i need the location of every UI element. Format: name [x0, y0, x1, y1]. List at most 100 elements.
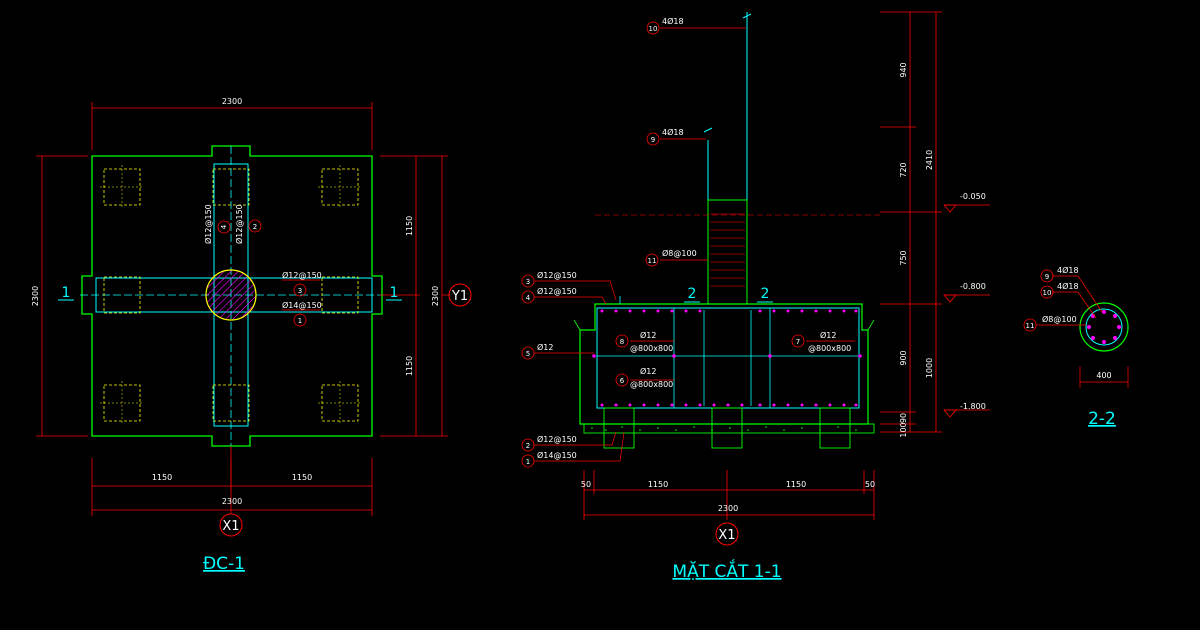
section-dimensions-bottom — [583, 470, 875, 520]
rebar-tag: 9 — [651, 136, 655, 144]
detail-rebar-tag: 11 — [1026, 322, 1035, 330]
detail-rebar-tag: 9 — [1045, 273, 1049, 281]
section-dim-right-total: 1000 — [925, 358, 934, 378]
rebar-sub: @800x800 — [808, 344, 851, 353]
plan-dim-bottom-left: 1150 — [152, 473, 172, 482]
pile-centerlines — [100, 165, 362, 425]
section-dim-bottom: 50 — [865, 480, 875, 489]
level-label: -1.800 — [960, 402, 986, 411]
rebar-tag: 7 — [796, 338, 800, 346]
section-dim-right-total: 2410 — [925, 150, 934, 170]
pile — [321, 276, 359, 314]
rebar-tag: 10 — [649, 25, 658, 33]
rebar-label: Ø12@150 — [537, 434, 577, 444]
section-dim-bottom: 50 — [581, 480, 591, 489]
plan-dim-bottom-right: 1150 — [292, 473, 312, 482]
rebar-label: Ø12 — [537, 342, 553, 352]
detail-rebar-label: Ø8@100 — [1042, 314, 1077, 324]
section-axis-x: X1 — [718, 528, 735, 543]
rebar-label: Ø12 — [820, 330, 836, 340]
detail-title: 2-2 — [1088, 409, 1116, 429]
plan-axis-y: Y1 — [451, 289, 468, 304]
rebar-label: Ø12 — [640, 330, 656, 340]
pile-heads — [603, 407, 851, 449]
column-section — [205, 269, 257, 321]
rebar-tag: 8 — [620, 338, 624, 346]
section-leaders — [534, 27, 855, 462]
plan-title: ĐC-1 — [203, 554, 245, 574]
rebar-sub: @800x800 — [630, 380, 673, 389]
rebar-tag: 4 — [526, 294, 531, 302]
detail-rebar-dots — [1087, 310, 1121, 344]
plan-dim-left: 2300 — [31, 286, 40, 306]
plan-dim-right-bottom: 1150 — [405, 356, 414, 376]
rebar-tag: 1 — [526, 458, 530, 466]
detail-rebar-label: 4Ø18 — [1057, 265, 1079, 275]
axis-bubble-x1 — [715, 522, 739, 546]
axis-bubble-y1 — [448, 283, 472, 307]
rebar-tag: 11 — [648, 257, 657, 265]
level-markers — [943, 204, 990, 418]
detail-rebar-tag: 10 — [1043, 289, 1052, 297]
axis-bubble-x1 — [219, 513, 243, 537]
plan-dim-bottom-total: 2300 — [222, 497, 242, 506]
rebar-dots — [592, 309, 862, 407]
section-dim-right: 100 — [899, 422, 908, 437]
rebar-tag: 2 — [526, 442, 530, 450]
stirrups — [710, 213, 745, 287]
stirrup-ring — [1085, 308, 1123, 346]
rebar-tag: 3 — [526, 278, 530, 286]
section-dim-right: 750 — [899, 250, 908, 265]
section-dim-right: 720 — [899, 162, 908, 177]
section-dim-total: 2300 — [718, 504, 738, 513]
plan-dimensions — [36, 102, 450, 516]
level-label: -0.050 — [960, 192, 986, 201]
detail-dim: 400 — [1096, 371, 1111, 380]
level-label: -0.800 — [960, 282, 986, 291]
plan-dim-right-top: 1150 — [405, 216, 414, 236]
rebar-label: Ø8@100 — [662, 248, 697, 258]
rebar-sub: @800x800 — [630, 344, 673, 353]
pile — [103, 276, 141, 314]
plan-rebar-h-top: Ø12@150 — [282, 270, 322, 280]
plan-rebar-h-bottom: Ø14@150 — [282, 300, 322, 310]
detail-rebar-label: 4Ø18 — [1057, 281, 1079, 291]
plan-section-right: 1 — [390, 285, 399, 301]
plan-tag-h-bottom: 1 — [298, 317, 302, 325]
rebar-label: 4Ø18 — [662, 16, 684, 26]
plan-rebar-v-left: Ø12@150 — [203, 204, 213, 244]
rebar-label: Ø12 — [640, 366, 656, 376]
plan-rebar-v-right: Ø12@150 — [234, 204, 244, 244]
footing-outline — [81, 145, 383, 447]
rebar-label: 4Ø18 — [662, 127, 684, 137]
pile — [212, 384, 250, 422]
section-dimensions-right — [880, 11, 942, 433]
detail-leaders — [1036, 275, 1129, 388]
plan-view: 2300 2300 1150 1150 2300 1150 1150 2300 … — [31, 97, 472, 574]
pile — [212, 168, 250, 206]
lean-concrete — [583, 423, 875, 434]
rebar-tag: 5 — [526, 350, 530, 358]
section-tag-circles — [521, 21, 805, 468]
rebar-tag: 6 — [620, 377, 625, 385]
section-dim-right: 940 — [899, 62, 908, 77]
section-dim-bottom: 1150 — [648, 480, 668, 489]
plan-dim-right-total: 2300 — [431, 286, 440, 306]
rebar-label: Ø12@150 — [537, 270, 577, 280]
column-outline — [1079, 302, 1129, 352]
plan-tag-v-right: 2 — [253, 223, 257, 231]
section-rebar-labels: 10 4Ø18 9 4Ø18 11 Ø8@100 3 Ø12@150 4 Ø12… — [526, 16, 852, 466]
plan-dim-top: 2300 — [222, 97, 242, 106]
plan-section-left: 1 — [62, 285, 71, 301]
plan-tag-h-top: 3 — [298, 287, 302, 295]
section-view: 2 2 — [521, 11, 990, 582]
section-dim-right: 90 — [899, 413, 908, 423]
section-cut-left: 2 — [688, 286, 697, 302]
section-title: MẶT CẮT 1-1 — [672, 558, 781, 582]
section-dim-bottom: 1150 — [786, 480, 806, 489]
rebar-label: Ø14@150 — [537, 450, 577, 460]
detail-view: 9 4Ø18 10 4Ø18 11 Ø8@100 400 2-2 — [1023, 265, 1129, 429]
section-dim-right: 900 — [899, 350, 908, 365]
section-cut-right: 2 — [761, 286, 770, 302]
